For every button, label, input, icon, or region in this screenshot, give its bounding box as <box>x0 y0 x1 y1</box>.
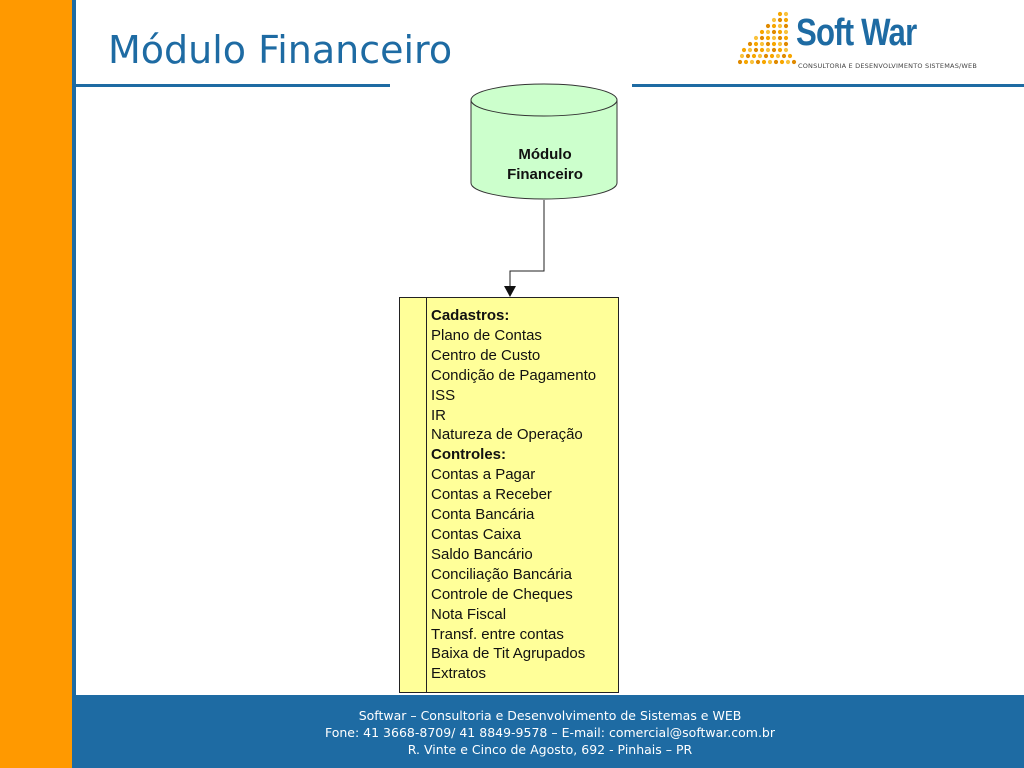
logo-dot <box>777 23 783 29</box>
list-item: Natureza de Operação <box>431 426 583 444</box>
logo-dot <box>777 11 783 17</box>
logo-dot <box>769 53 775 59</box>
logo-dot <box>765 29 771 35</box>
logo-dot <box>767 59 773 65</box>
logo-dot <box>779 59 785 65</box>
cylinder-body <box>470 99 618 200</box>
logo-dot <box>787 53 793 59</box>
logo-dot <box>771 35 777 41</box>
list-item: Contas Caixa <box>431 525 522 543</box>
left-accent-line <box>72 0 76 768</box>
list-item: Transf. entre contas <box>431 625 564 643</box>
section-header: Cadastros: <box>431 307 510 324</box>
logo-dot <box>747 47 753 53</box>
logo-dot <box>745 53 751 59</box>
logo-dot <box>777 17 783 23</box>
logo-dot <box>771 47 777 53</box>
logo-dot <box>755 59 761 65</box>
footer-text: Softwar – Consultoria e Desenvolvimento … <box>76 707 1024 758</box>
logo-dot <box>753 41 759 47</box>
logo-dot <box>765 41 771 47</box>
cylinder-label-line1: Módulo <box>518 146 572 163</box>
logo-dot <box>739 53 745 59</box>
logo-dot <box>743 59 749 65</box>
cylinder-top <box>470 83 618 117</box>
logo-dot <box>771 29 777 35</box>
dot-grid-logo-icon <box>738 11 797 65</box>
footer-line-company: Softwar – Consultoria e Desenvolvimento … <box>358 708 742 723</box>
softwar-logo: Soft War CONSULTORIA E DESENVOLVIMENTO S… <box>738 8 1020 74</box>
logo-dot <box>771 23 777 29</box>
list-item: ISS <box>431 386 456 404</box>
logo-dot <box>783 17 789 23</box>
list-item: Contas a Receber <box>431 486 552 504</box>
list-item: Nota Fiscal <box>431 605 507 623</box>
list-item: Extratos <box>431 665 487 683</box>
logo-dot <box>785 59 791 65</box>
footer-bar: Softwar – Consultoria e Desenvolvimento … <box>76 695 1024 768</box>
list-item: Saldo Bancário <box>431 545 533 563</box>
logo-dot <box>781 53 787 59</box>
logo-dot <box>783 47 789 53</box>
logo-dot <box>791 59 797 65</box>
logo-dot <box>753 35 759 41</box>
list-item: Baixa de Tit Agrupados <box>431 645 586 663</box>
logo-dot <box>759 29 765 35</box>
logo-dot <box>749 59 755 65</box>
list-item: Contas a Pagar <box>431 466 536 484</box>
logo-tagline: CONSULTORIA E DESENVOLVIMENTO SISTEMAS/W… <box>798 62 977 70</box>
cylinder-label: Módulo Financeiro <box>472 145 618 185</box>
logo-dot <box>777 47 783 53</box>
logo-dot <box>773 59 779 65</box>
logo-dot <box>765 23 771 29</box>
logo-dot <box>757 53 763 59</box>
logo-dot <box>783 35 789 41</box>
logo-dot <box>775 53 781 59</box>
logo-dot <box>783 41 789 47</box>
logo-dot <box>777 35 783 41</box>
logo-dot <box>747 41 753 47</box>
list-item: Centro de Custo <box>431 346 541 364</box>
logo-dot <box>777 41 783 47</box>
list-item: Controle de Cheques <box>431 585 573 603</box>
footer-line-contact: Fone: 41 3668-8709/ 41 8849-9578 – E-mai… <box>324 725 776 740</box>
logo-dot <box>771 17 777 23</box>
logo-dot <box>759 35 765 41</box>
left-accent-bar <box>0 0 72 768</box>
list-item: Condição de Pagamento <box>431 366 597 384</box>
logo-dot <box>753 47 759 53</box>
logo-dot <box>759 41 765 47</box>
list-item: IR <box>431 406 446 424</box>
logo-dot <box>783 29 789 35</box>
footer-line-address: R. Vinte e Cinco de Agosto, 692 - Pinhai… <box>407 742 693 757</box>
logo-dot <box>783 11 789 17</box>
logo-dot <box>765 47 771 53</box>
logo-dot <box>765 35 771 41</box>
logo-dot <box>777 29 783 35</box>
logo-dot <box>741 47 747 53</box>
logo-dot <box>761 59 767 65</box>
list-item: Conta Bancária <box>431 506 535 524</box>
list-item: Conciliação Bancária <box>431 565 572 583</box>
list-item: Plano de Contas <box>431 326 542 344</box>
logo-dot <box>738 59 743 65</box>
logo-dot <box>783 23 789 29</box>
slide-title: Módulo Financeiro <box>108 28 453 72</box>
logo-name: Soft War <box>796 12 917 54</box>
connector-arrowhead <box>504 286 516 297</box>
section-header: Controles: <box>431 446 506 464</box>
list-box-stripe <box>400 298 427 692</box>
logo-dot <box>771 41 777 47</box>
cylinder-label-line2: Financeiro <box>507 166 583 183</box>
logo-dot <box>759 47 765 53</box>
logo-dot <box>763 53 769 59</box>
connector-line <box>509 200 545 288</box>
logo-dot <box>751 53 757 59</box>
